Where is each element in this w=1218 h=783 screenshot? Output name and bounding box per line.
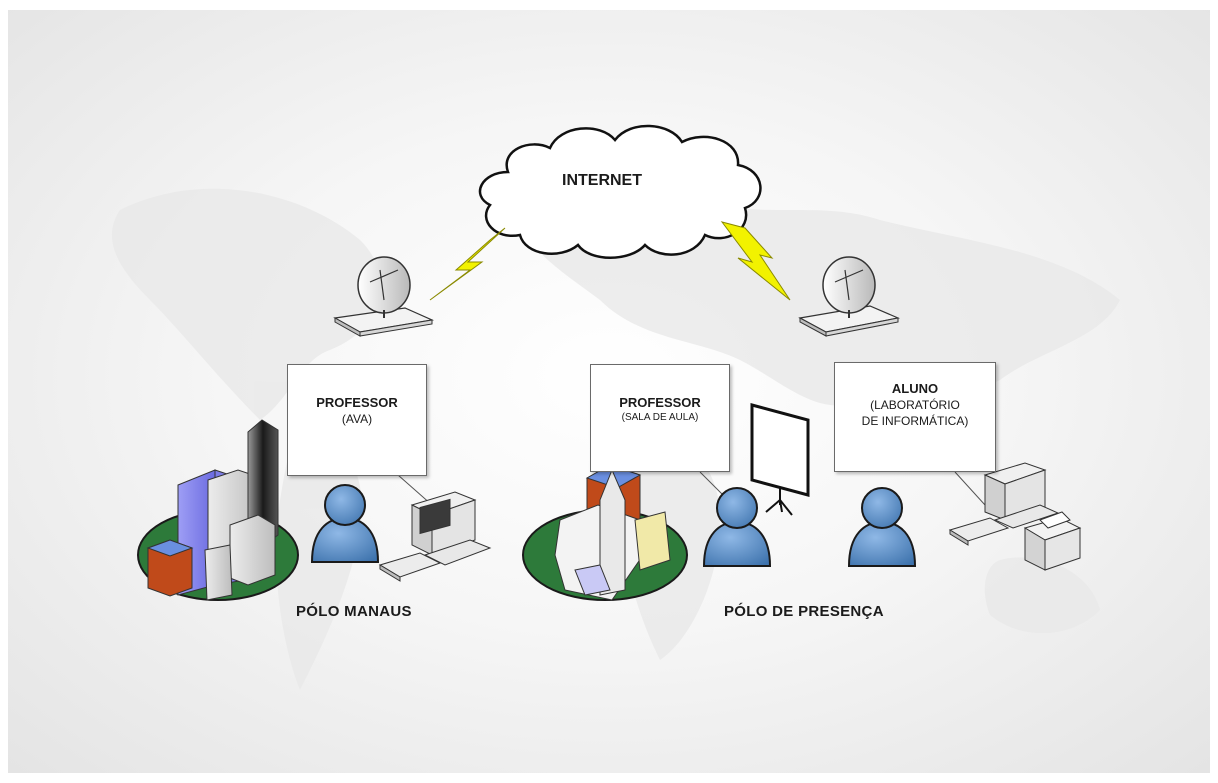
projector-screen-icon [750, 403, 810, 516]
callout-title: PROFESSOR [316, 395, 398, 410]
label-polo-manaus: PÓLO MANAUS [296, 603, 412, 620]
cloud-icon [478, 124, 762, 259]
church-icon [522, 464, 688, 601]
callout-professor-sala: PROFESSOR (SALA DE AULA) [590, 364, 730, 472]
callout-professor-ava: PROFESSOR (AVA) [287, 364, 427, 476]
callout-title: ALUNO [891, 381, 939, 396]
printer-icon [1023, 511, 1082, 571]
satellite-dish-icon [798, 256, 901, 337]
city-icon [137, 419, 299, 601]
person-icon [702, 487, 772, 567]
callout-title: PROFESSOR [619, 395, 701, 410]
callout-line1: (LABORATÓRIO [870, 398, 960, 412]
callout-subtitle: (AVA) [341, 412, 373, 426]
lightning-icon [429, 221, 791, 301]
internet-label: INTERNET [562, 172, 642, 189]
callout-subtitle: (SALA DE AULA) [621, 412, 699, 423]
computer-icon [378, 491, 492, 582]
person-icon [310, 484, 380, 563]
label-polo-presenca: PÓLO DE PRESENÇA [724, 603, 884, 620]
satellite-dish-icon [333, 256, 435, 337]
callout-aluno: ALUNO (LABORATÓRIO DE INFORMÁTICA) [834, 362, 996, 472]
computer-icon [948, 462, 1060, 546]
person-icon [847, 487, 917, 567]
callout-line2: DE INFORMÁTICA) [861, 414, 969, 428]
